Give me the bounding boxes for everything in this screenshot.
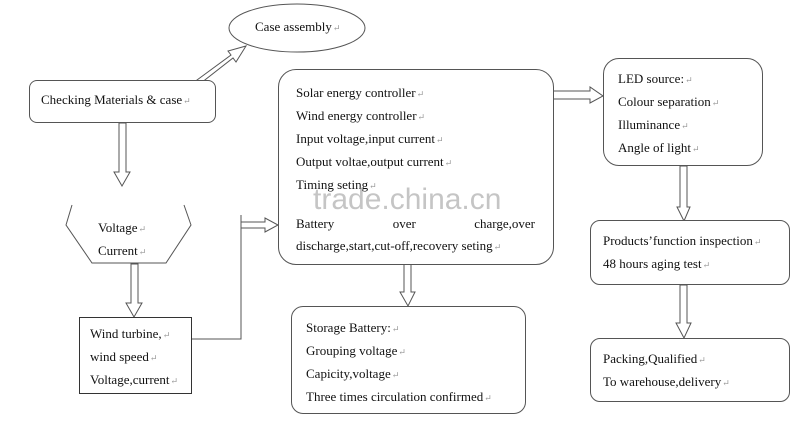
arrow-inspection-to-packing	[675, 284, 692, 340]
connector-wind-turbine-to-controller	[192, 215, 242, 340]
case-assembly-label: Case assembly↵	[255, 19, 341, 34]
led-line: Angle of light	[618, 140, 691, 155]
storage-line: Storage Battery:	[306, 320, 391, 335]
checking-materials-label: Checking Materials & case	[41, 92, 183, 107]
packing-line: To warehouse,delivery	[603, 374, 722, 389]
led-line: LED source:	[618, 71, 685, 86]
paragraph-mark-icon: ↵	[369, 181, 377, 191]
arrow-checking-to-voltage	[113, 122, 131, 188]
paragraph-mark-icon: ↵	[162, 330, 171, 340]
node-function-inspection: Products’function inspection↵ 48 hours a…	[590, 220, 790, 285]
paragraph-mark-icon: ↵	[138, 247, 147, 257]
arrow-checking-to-case-assembly	[196, 45, 248, 84]
arrow-controller-to-storage	[399, 263, 416, 308]
controller-line: discharge,start,cut-off,recovery seting	[296, 238, 493, 253]
case-assembly-ellipse	[228, 3, 366, 53]
controller-line: Input voltage,input current	[296, 131, 435, 146]
paragraph-mark-icon: ↵	[417, 112, 426, 122]
voltage-current-line: Voltage,current	[90, 372, 170, 387]
paragraph-mark-icon: ↵	[416, 89, 425, 99]
paragraph-mark-icon: ↵	[685, 75, 693, 85]
controller-justified-line: Battery over charge,over	[296, 216, 535, 231]
node-packing: Packing,Qualified↵ To warehouse,delivery…	[590, 338, 790, 402]
controller-line: Timing seting	[296, 177, 369, 192]
led-line: Colour separation	[618, 94, 711, 109]
arrow-voltage-to-wind-turbine	[125, 263, 143, 319]
paragraph-mark-icon: ↵	[436, 135, 444, 145]
voltage-label: Voltage	[98, 220, 138, 235]
storage-line: Capicity,voltage	[306, 366, 391, 381]
paragraph-mark-icon: ↵	[691, 144, 700, 154]
node-controller: Solar energy controller↵ Wind energy con…	[278, 69, 554, 265]
paragraph-mark-icon: ↵	[711, 98, 720, 108]
wind-speed-line: wind speed	[90, 349, 149, 364]
packing-line: Packing,Qualified	[603, 351, 698, 366]
led-line: Illuminance	[618, 117, 681, 132]
paragraph-mark-icon: ↵	[398, 347, 406, 357]
paragraph-mark-icon: ↵	[722, 378, 730, 388]
storage-line: Grouping voltage	[306, 343, 398, 358]
node-case-assembly: Case assembly↵	[255, 16, 365, 39]
paragraph-mark-icon: ↵	[170, 376, 179, 386]
paragraph-mark-icon: ↵	[702, 260, 711, 270]
inspection-line: 48 hours aging test	[603, 256, 702, 271]
hexagon-outline	[65, 204, 192, 264]
paragraph-mark-icon: ↵	[183, 96, 191, 106]
controller-line: Solar energy controller	[296, 85, 416, 100]
storage-line: Three times circulation confirmed	[306, 389, 484, 404]
inspection-line: Products’function inspection	[603, 233, 753, 248]
controller-line: Wind energy controller	[296, 108, 417, 123]
paragraph-mark-icon: ↵	[698, 355, 706, 365]
paragraph-mark-icon: ↵	[391, 324, 400, 334]
wind-turbine-line: Wind turbine,	[90, 326, 162, 341]
arrow-led-to-inspection	[676, 165, 691, 223]
paragraph-mark-icon: ↵	[681, 121, 689, 131]
node-checking-materials: Checking Materials & case↵	[29, 80, 216, 123]
paragraph-mark-icon: ↵	[484, 393, 492, 403]
paragraph-mark-icon: ↵	[753, 237, 762, 247]
arrow-controller-to-led	[552, 86, 604, 104]
controller-line: Output voltae,output current	[296, 154, 444, 169]
paragraph-mark-icon: ↵	[149, 353, 158, 363]
arrow-into-controller	[240, 217, 280, 233]
node-led-source: LED source:↵ Colour separation↵ Illumina…	[603, 58, 763, 166]
paragraph-mark-icon: ↵	[391, 370, 400, 380]
node-voltage-current: Voltage↵ Current↵	[98, 217, 178, 263]
paragraph-mark-icon: ↵	[444, 158, 453, 168]
current-label: Current	[98, 243, 138, 258]
node-storage-battery: Storage Battery:↵ Grouping voltage↵ Capi…	[291, 306, 526, 414]
watermark-text: trade.china.cn	[313, 183, 502, 216]
paragraph-mark-icon: ↵	[332, 23, 341, 33]
paragraph-mark-icon: ↵	[493, 242, 502, 252]
paragraph-mark-icon: ↵	[138, 224, 147, 234]
node-wind-turbine: Wind turbine,↵ wind speed↵ Voltage,curre…	[79, 317, 192, 394]
